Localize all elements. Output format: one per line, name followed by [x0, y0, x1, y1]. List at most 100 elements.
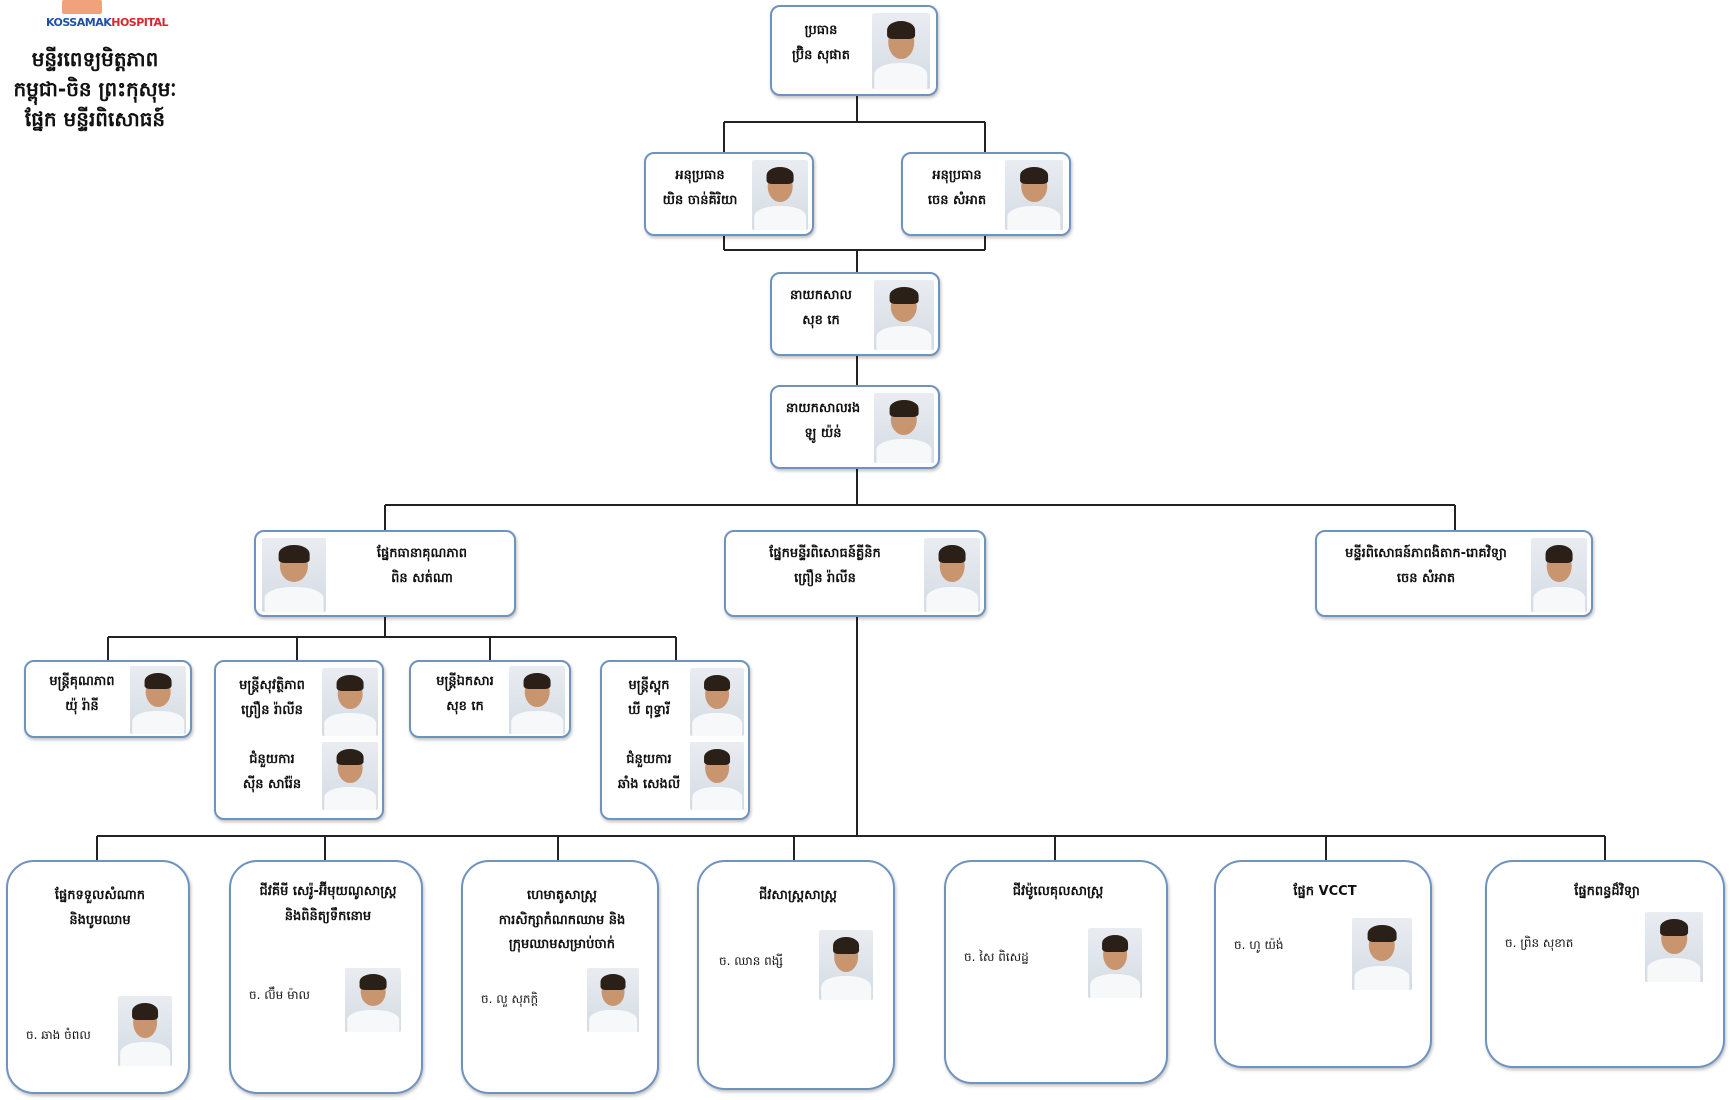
staff-photo — [819, 930, 873, 1000]
section-title: ផ្នែកមន្ទីរពិសោធន៍គ្លីនិក — [769, 546, 881, 561]
title-line-3: ផ្នែក មន្ទីរពិសោធន៍ — [24, 107, 166, 131]
role-label: មន្ត្រីស្តុក — [628, 678, 670, 693]
role-label: អនុប្រធាន — [932, 168, 982, 183]
staff-photo — [118, 996, 172, 1066]
node-section-quality: ផ្នែកធានាគុណភាព ពិន សត់ណា — [254, 530, 516, 617]
node-stock-officer: មន្ត្រីស្តុក ឃី ពុទ្ធារី ជំនួយការ ឆាំង ស… — [600, 660, 750, 820]
node-text: មន្ត្រីសុវត្ថិភាព ព្រឿន រ៉ាលីន — [222, 674, 322, 723]
staff-photo — [752, 160, 808, 230]
title-line: និងបូមឈាម — [69, 912, 131, 928]
node-deputy-2: អនុប្រធាន ចេន សំអាត — [901, 152, 1071, 236]
person-name: ឡូ យ៉ន់ — [804, 425, 842, 441]
node-text: ប្រធាន ប្រ៊ិន សុផាត — [778, 19, 864, 68]
role-label: នាយកសាលរង — [785, 401, 861, 416]
person-name: ច. សៃ ពិសេដ្ឋ — [964, 950, 1029, 964]
node-text: ជំនួយការ សុីន សារ៉ែន — [222, 748, 322, 797]
staff-photo — [322, 742, 378, 810]
node-text: មន្ត្រីឯកសារ សុខ កេ — [417, 670, 513, 719]
staff-photo — [262, 538, 326, 612]
node-manager: នាយកសាល សុខ កេ — [770, 272, 940, 356]
node-text: មន្ទីរពិសោធន៍ភាពងិតាក-រោគវិទ្យា ចេន សំអា… — [1323, 542, 1529, 591]
staff-photo — [322, 668, 378, 736]
person-name: ពិន សត់ណា — [391, 570, 453, 586]
person-name: ច. ឈាន ពង្សី — [719, 954, 783, 968]
person-name: ប្រ៊ិន សុផាត — [792, 47, 850, 63]
logo-emblem — [62, 0, 102, 14]
staff-photo — [587, 968, 639, 1032]
node-dept-hematology: ហេមាតូសាស្ត្រ ការសិក្សាកំណកឈាម និង ក្រុម… — [461, 860, 659, 1094]
person-name: ចេន សំអាត — [927, 192, 987, 208]
node-dept-biochemistry: ជីវគីមី សេរ៉ូ-អ៊ីមុយណូសាស្ត្រ និងពិនិត្យ… — [229, 860, 423, 1094]
node-text: ផ្នែកធានាគុណភាព ពិន សត់ណា — [336, 542, 508, 591]
person-name: ច. លួ សុភក្តិ — [481, 992, 539, 1006]
person-name: ច. ល៊ឹម ម៉ាល — [249, 988, 310, 1002]
node-text: មន្ត្រីស្តុក ឃី ពុទ្ធារី — [608, 674, 690, 723]
role-label: ជំនួយការ — [626, 752, 672, 767]
role-label: មន្ត្រីគុណភាព — [49, 674, 115, 689]
person-name: ច. ឆាង ចំពល — [26, 1028, 91, 1042]
staff-photo — [1352, 918, 1412, 990]
title-line: ផ្នែកទទួលសំណាក — [54, 888, 146, 903]
dept-title: ផ្នែក VCCT — [1222, 880, 1428, 905]
title-line: ក្រុមឈាមសម្រាប់ចាក់ — [508, 937, 616, 953]
title-line: ផ្នែកពន្ធដ៏វិទ្យា — [1574, 884, 1640, 899]
node-safety-officer: មន្ត្រីសុវត្ថិភាព ព្រឿន រ៉ាលីន ជំនួយការ … — [214, 660, 384, 820]
person-name: សុខ កេ — [446, 698, 484, 714]
title-line: ជីវគីមី សេរ៉ូ-អ៊ីមុយណូសាស្ត្រ — [259, 884, 397, 899]
staff-photo — [690, 742, 744, 810]
staff-photo — [690, 668, 744, 736]
person-name: យិន ចាន់គិរិយា — [662, 192, 738, 208]
node-document-officer: មន្ត្រីឯកសារ សុខ កេ — [409, 660, 571, 738]
title-line: និងពិនិត្យទឹកនោម — [284, 908, 372, 924]
person-name: យ៉ុ រ៉ានី — [65, 698, 99, 714]
title-line-2: កម្ពុជា-ចិន ព្រះកុសុមៈ — [13, 77, 177, 101]
staff-photo — [1531, 538, 1587, 612]
logo-text: KOSSAMAKHOSPITAL — [46, 16, 169, 29]
dept-title: ជីវសាស្ត្រសាស្ត្រ — [705, 884, 891, 909]
role-label: ជំនួយការ — [249, 752, 295, 767]
role-label: អនុប្រធាន — [675, 168, 725, 183]
person-name: ច. ព្រិន សុខាត — [1505, 936, 1574, 950]
staff-photo — [130, 666, 186, 734]
node-section-pathology: មន្ទីរពិសោធន៍ភាពងិតាក-រោគវិទ្យា ចេន សំអា… — [1315, 530, 1593, 617]
node-dept-reception: ផ្នែកទទួលសំណាក និងបូមឈាម ច. ឆាង ចំពល — [6, 860, 190, 1094]
node-text: នាយកសាលរង ឡូ យ៉ន់ — [778, 397, 868, 446]
person-name: ព្រឿន រ៉ាលីន — [241, 702, 303, 718]
staff-photo — [924, 538, 980, 612]
person-name: សុខ កេ — [802, 312, 840, 328]
node-text: ផ្នែកមន្ទីរពិសោធន៍គ្លីនិក ព្រឿន រ៉ាលីន — [732, 542, 918, 591]
node-deputy-manager: នាយកសាលរង ឡូ យ៉ន់ — [770, 385, 940, 469]
node-text: អនុប្រធាន ចេន សំអាត — [909, 164, 1005, 213]
logo-text-red: HOSPITAL — [111, 16, 169, 29]
person-name: ចេន សំអាត — [1396, 570, 1456, 586]
node-dept-vcct: ផ្នែក VCCT ច. ហូ យ៉ង់ — [1214, 860, 1432, 1068]
person-name: សុីន សារ៉ែន — [242, 776, 302, 792]
section-title: ផ្នែកធានាគុណភាព — [376, 546, 468, 561]
role-label: ប្រធាន — [804, 23, 838, 38]
staff-photo — [1088, 928, 1142, 998]
title-line: ជីវម៉ូលេគុលសាស្ត្រ — [1012, 884, 1104, 899]
title-line-1: មន្ទីរពេទ្យមិត្តភាព — [31, 47, 159, 71]
staff-photo — [345, 968, 401, 1032]
node-deputy-1: អនុប្រធាន យិន ចាន់គិរិយា — [644, 152, 814, 236]
node-text: មន្ត្រីគុណភាព យ៉ុ រ៉ានី — [32, 670, 132, 719]
role-label: មន្ត្រីសុវត្ថិភាព — [239, 678, 305, 693]
dept-title: ជីវគីមី សេរ៉ូ-អ៊ីមុយណូសាស្ត្រ និងពិនិត្យ… — [237, 880, 419, 929]
node-dept-pathology: ផ្នែកពន្ធដ៏វិទ្យា ច. ព្រិន សុខាត — [1485, 860, 1725, 1068]
node-dept-microbiology: ជីវសាស្ត្រសាស្ត្រ ច. ឈាន ពង្សី — [697, 860, 895, 1090]
node-text: ជំនួយការ ឆាំង សេងលី — [608, 748, 690, 797]
dept-title: ហេមាតូសាស្ត្រ ការសិក្សាកំណកឈាម និង ក្រុម… — [469, 884, 655, 958]
page-title: មន្ទីរពេទ្យមិត្តភាព កម្ពុជា-ចិន ព្រះកុសុ… — [0, 44, 190, 134]
role-label: នាយកសាល — [790, 288, 852, 303]
title-line: ការសិក្សាកំណកឈាម និង — [498, 912, 626, 928]
title-line: ជីវសាស្ត្រសាស្ត្រ — [759, 888, 837, 903]
node-head: ប្រធាន ប្រ៊ិន សុផាត — [770, 5, 938, 96]
node-section-clinical-lab: ផ្នែកមន្ទីរពិសោធន៍គ្លីនិក ព្រឿន រ៉ាលីន — [724, 530, 986, 617]
node-text: អនុប្រធាន យិន ចាន់គិរិយា — [652, 164, 748, 213]
person-name: ច. ហូ យ៉ង់ — [1234, 938, 1284, 952]
dept-title: ជីវម៉ូលេគុលសាស្ត្រ — [952, 880, 1164, 905]
dept-title: ផ្នែកទទួលសំណាក និងបូមឈាម — [14, 884, 186, 933]
person-name: ព្រឿន រ៉ាលីន — [794, 570, 856, 586]
staff-photo — [872, 13, 930, 89]
